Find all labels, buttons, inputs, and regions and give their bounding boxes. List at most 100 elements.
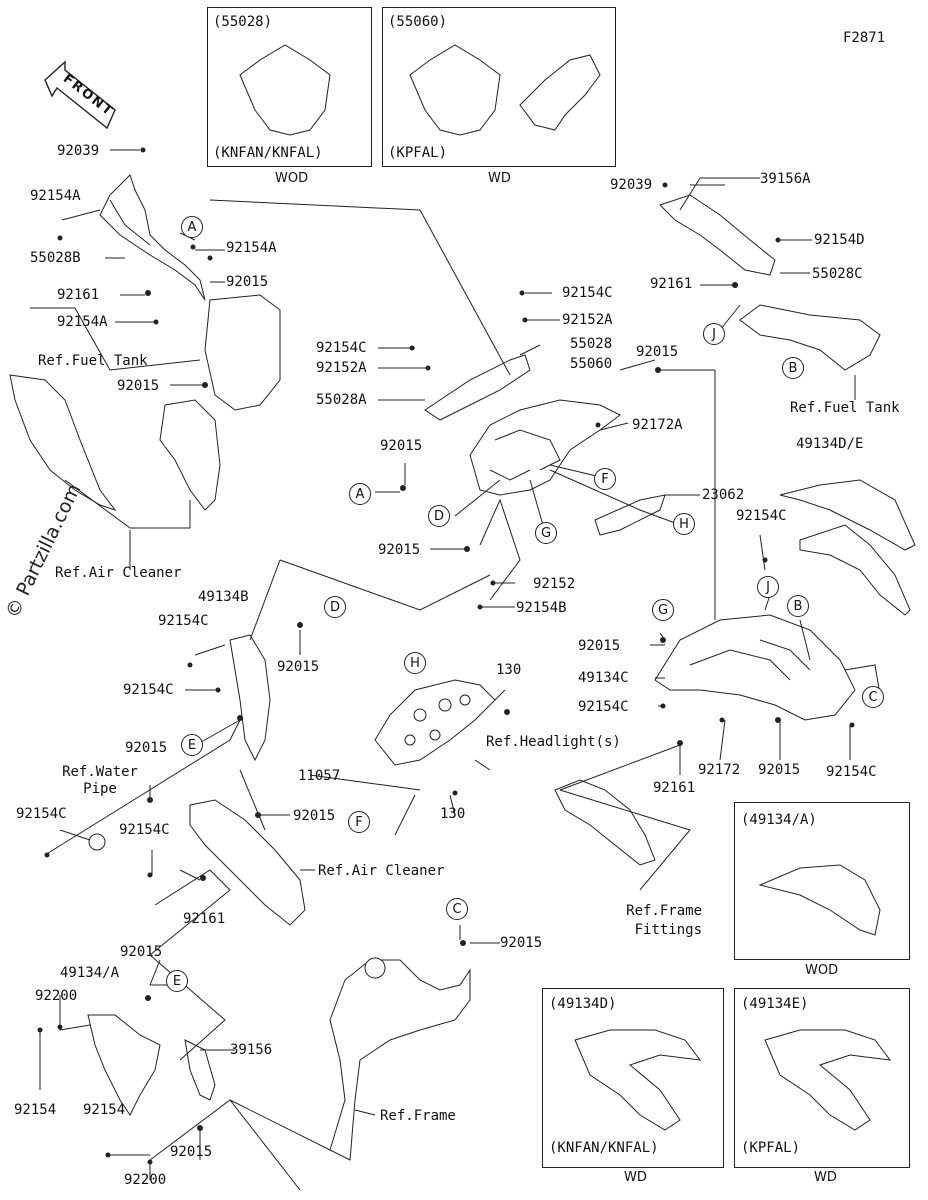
part-label: 92154C <box>826 764 877 780</box>
figure-id: F2871 <box>843 30 886 46</box>
reference-label: Ref.Headlight(s) <box>486 734 621 750</box>
part-label: 92154D <box>814 232 865 248</box>
inset-model-label: (KPFAL) <box>741 1140 801 1156</box>
inset-part-label: (55060) <box>388 14 448 30</box>
inset-box-55028 <box>207 7 372 167</box>
inset-box-49134e <box>734 988 910 1168</box>
part-label: 92039 <box>57 143 100 159</box>
callout-g: G <box>652 599 674 621</box>
part-label: 92200 <box>35 988 78 1004</box>
part-label: 92015 <box>758 762 801 778</box>
part-label: 92154C <box>578 699 629 715</box>
reference-label: Ref.Frame Fittings <box>626 903 702 938</box>
part-label: 92015 <box>226 274 269 290</box>
part-label: 92015 <box>117 378 160 394</box>
part-label: 92161 <box>57 287 100 303</box>
inset-variant-label: WD <box>814 1170 837 1185</box>
part-label: 92015 <box>293 808 336 824</box>
inset-part-label: (49134D) <box>549 996 617 1012</box>
callout-f: F <box>348 811 370 833</box>
inset-variant-label: WOD <box>275 171 309 186</box>
part-label: 92154 <box>83 1102 126 1118</box>
inset-box-55060 <box>382 7 616 167</box>
part-label: 39156A <box>760 171 811 187</box>
part-label: 92154A <box>57 314 108 330</box>
part-label: 92039 <box>610 177 653 193</box>
part-label: 55028A <box>316 392 367 408</box>
inset-model-label: (KPFAL) <box>388 145 448 161</box>
inset-box-49134-a <box>734 802 910 960</box>
part-label: 49134B <box>198 589 249 605</box>
front-arrow-icon <box>44 60 116 130</box>
part-label: 55028C <box>812 266 863 282</box>
part-label: 49134D/E <box>796 436 864 452</box>
part-label: 92154 <box>14 1102 57 1118</box>
part-label: 92152A <box>316 360 367 376</box>
callout-d: D <box>324 596 346 618</box>
part-label: 92015 <box>380 438 423 454</box>
inset-variant-label: WD <box>624 1170 647 1185</box>
inset-model-label: (KNFAN/KNFAL) <box>213 145 323 161</box>
part-label: 92154C <box>16 806 67 822</box>
reference-label: Ref.Frame <box>380 1108 456 1124</box>
part-label: 49134C <box>578 670 629 686</box>
part-label: 92015 <box>277 659 320 675</box>
part-label: 92152A <box>562 312 613 328</box>
part-label: 92015 <box>170 1144 213 1160</box>
callout-e: E <box>181 734 203 756</box>
part-label: 11057 <box>298 768 341 784</box>
part-label: 92200 <box>124 1172 167 1188</box>
inset-part-label: (55028) <box>213 14 273 30</box>
part-label: 92154C <box>562 285 613 301</box>
callout-b: B <box>782 357 804 379</box>
callout-e: E <box>166 970 188 992</box>
part-label: 92154C <box>123 682 174 698</box>
part-label: 92161 <box>653 780 696 796</box>
part-label: 55028B <box>30 250 81 266</box>
inset-variant-label: WOD <box>805 963 839 978</box>
part-label: 92154A <box>30 188 81 204</box>
callout-b: B <box>787 595 809 617</box>
part-label: 92015 <box>636 344 679 360</box>
part-label: 92015 <box>378 542 421 558</box>
callout-f: F <box>594 468 616 490</box>
part-label: 23062 <box>702 487 745 503</box>
part-label: 92154C <box>119 822 170 838</box>
part-label: 92152 <box>533 576 576 592</box>
inset-part-label: (49134/A) <box>741 812 817 828</box>
callout-j: J <box>757 576 779 598</box>
callout-j: J <box>703 323 725 345</box>
part-label: 55028 <box>570 336 613 352</box>
callout-c: C <box>446 898 468 920</box>
part-label: 92015 <box>578 638 621 654</box>
inset-box-49134d <box>542 988 724 1168</box>
callout-h: H <box>673 513 695 535</box>
part-label: 130 <box>440 806 466 822</box>
reference-label: Ref.Air Cleaner <box>55 565 182 581</box>
part-label: 92154C <box>158 613 209 629</box>
callout-d: D <box>428 505 450 527</box>
part-label: 92015 <box>125 740 168 756</box>
callout-c: C <box>862 686 884 708</box>
callout-h: H <box>404 652 426 674</box>
part-label: 92015 <box>500 935 543 951</box>
part-label: 39156 <box>230 1042 273 1058</box>
part-label: 92154C <box>316 340 367 356</box>
reference-label: Ref.Fuel Tank <box>38 353 148 369</box>
part-label: 92161 <box>183 911 226 927</box>
callout-a: A <box>181 216 203 238</box>
part-label: 92172 <box>698 762 741 778</box>
inset-variant-label: WD <box>488 171 511 186</box>
inset-part-label: (49134E) <box>741 996 809 1012</box>
reference-label: Ref.Air Cleaner <box>318 863 445 879</box>
reference-label: Ref.Fuel Tank <box>790 400 900 416</box>
part-label: 92172A <box>632 417 683 433</box>
part-label: 92161 <box>650 276 693 292</box>
part-label: 55060 <box>570 356 613 372</box>
part-label: 130 <box>496 662 522 678</box>
part-label: 92015 <box>120 944 163 960</box>
part-label: 92154C <box>736 508 787 524</box>
part-label: 49134/A <box>60 965 120 981</box>
